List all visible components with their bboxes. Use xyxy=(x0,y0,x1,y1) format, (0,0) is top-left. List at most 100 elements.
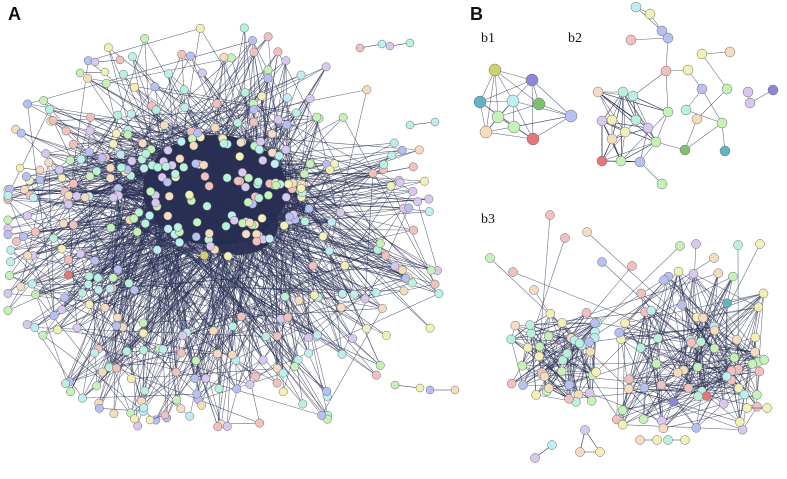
panel-b3-edge xyxy=(566,353,570,385)
panel-b3-node xyxy=(581,308,592,318)
panel-b2-edge xyxy=(684,118,698,151)
panel-b3-node xyxy=(562,348,573,359)
panel-b3-node xyxy=(627,261,637,271)
panel-b2-node xyxy=(742,86,754,98)
panel-a-node xyxy=(375,239,385,249)
panel-a-edge xyxy=(258,197,299,360)
panel-a-node xyxy=(77,393,87,403)
panel-a-node xyxy=(141,149,151,159)
panel-b3-node xyxy=(623,384,634,394)
panel-a-node xyxy=(426,265,436,275)
panel-a-edge xyxy=(341,207,410,355)
panel-b2-node xyxy=(682,64,694,76)
panel-a-edge xyxy=(105,38,145,158)
panel-a-edge xyxy=(88,28,201,62)
panel-a-edge xyxy=(10,166,167,263)
panel-b3-edge xyxy=(619,332,739,389)
panel-a-node xyxy=(83,279,93,289)
panel-b3-edge xyxy=(548,345,582,389)
panel-b3-edge xyxy=(696,317,699,397)
panel-b3-node xyxy=(658,423,669,434)
panel-b2-edge xyxy=(622,91,626,133)
panel-a-edge xyxy=(123,74,164,162)
panel-b1-edge xyxy=(513,115,572,128)
panel-a-edge xyxy=(7,185,277,229)
panel-b3-node xyxy=(675,241,685,251)
panel-a-edge xyxy=(165,166,264,361)
panel-a-node xyxy=(227,350,237,360)
panel-a-label: A xyxy=(8,4,21,24)
panel-b3-node xyxy=(673,266,684,277)
panel-a-edge xyxy=(116,325,144,408)
panel-b3-node xyxy=(635,435,645,445)
panel-a-node xyxy=(127,52,137,62)
panel-a-edge xyxy=(176,371,322,416)
panel-a-edge xyxy=(162,200,192,350)
panel-a-node xyxy=(3,306,13,315)
panel-a-node xyxy=(69,220,78,230)
panel-a-node xyxy=(298,399,308,409)
panel-a-node xyxy=(405,38,415,48)
panel-a-node xyxy=(30,227,40,237)
panel-a-edge xyxy=(128,186,246,284)
panel-b1-edge xyxy=(494,69,533,81)
panel-b2-edge xyxy=(665,37,669,72)
panel-a-node xyxy=(92,166,102,176)
panel-a-edge xyxy=(117,194,144,412)
panel-b3-edge xyxy=(601,261,745,395)
panel-b3-node xyxy=(691,239,701,249)
panel-a-node xyxy=(228,321,238,331)
panel-b3-edge xyxy=(727,293,764,304)
panel-b2-node xyxy=(721,83,733,95)
panel-a-node xyxy=(294,295,304,305)
panel-b3-edge xyxy=(511,272,719,340)
panel-a-edge xyxy=(102,57,225,373)
panel-a-node xyxy=(213,422,223,432)
panel-b1-edge xyxy=(485,131,534,140)
panel-a-node xyxy=(324,246,334,256)
panel-a-node xyxy=(300,216,310,226)
panel-a-edge xyxy=(274,163,328,416)
panel-b3-node xyxy=(758,288,769,299)
panel-b3-edge xyxy=(622,338,659,425)
panel-b1-edge xyxy=(485,69,496,133)
panel-b3-edge xyxy=(696,371,760,429)
panel-b3-edge xyxy=(700,306,759,343)
panel-a-node xyxy=(208,326,218,336)
panel-a-node xyxy=(170,169,180,179)
panel-a-node xyxy=(355,43,365,53)
panel-b2-edge xyxy=(632,95,657,143)
panel-a-node xyxy=(163,211,173,221)
panel-a-edge xyxy=(277,51,386,256)
panel-a-node xyxy=(97,153,107,163)
panel-b3-edge xyxy=(683,293,764,371)
panel-a-node xyxy=(304,348,314,358)
panel-b3-edge xyxy=(673,303,728,402)
panel-b3-edge xyxy=(619,332,659,339)
panel-a-node xyxy=(244,173,253,183)
panel-b3-edge xyxy=(661,394,758,422)
panel-a-node xyxy=(3,230,13,240)
panel-b3-node xyxy=(698,313,708,323)
panel-a-node xyxy=(22,320,32,329)
panel-a-node xyxy=(161,162,171,171)
panel-b2-edge xyxy=(597,91,669,113)
panel-a-edge xyxy=(169,196,438,271)
panel-a-node xyxy=(371,288,381,298)
panel-a-node xyxy=(171,367,181,377)
panel-a-edge xyxy=(87,77,320,119)
panel-b3-edge xyxy=(568,343,580,399)
panel-a-edge xyxy=(10,249,132,379)
panel-a-edge xyxy=(155,202,202,406)
panel-b3-edge xyxy=(678,271,698,368)
panel-b2-edge xyxy=(701,88,723,124)
panel-a-node xyxy=(108,193,118,203)
panel-b3-node xyxy=(529,285,539,295)
panel-a-node xyxy=(163,224,173,234)
panel-a-node xyxy=(236,312,246,322)
panel-a-node xyxy=(254,193,264,203)
panel-a-node xyxy=(111,363,121,373)
panel-a-node xyxy=(371,370,381,380)
panel-a-node xyxy=(21,172,31,182)
panel-a-node xyxy=(184,190,194,200)
